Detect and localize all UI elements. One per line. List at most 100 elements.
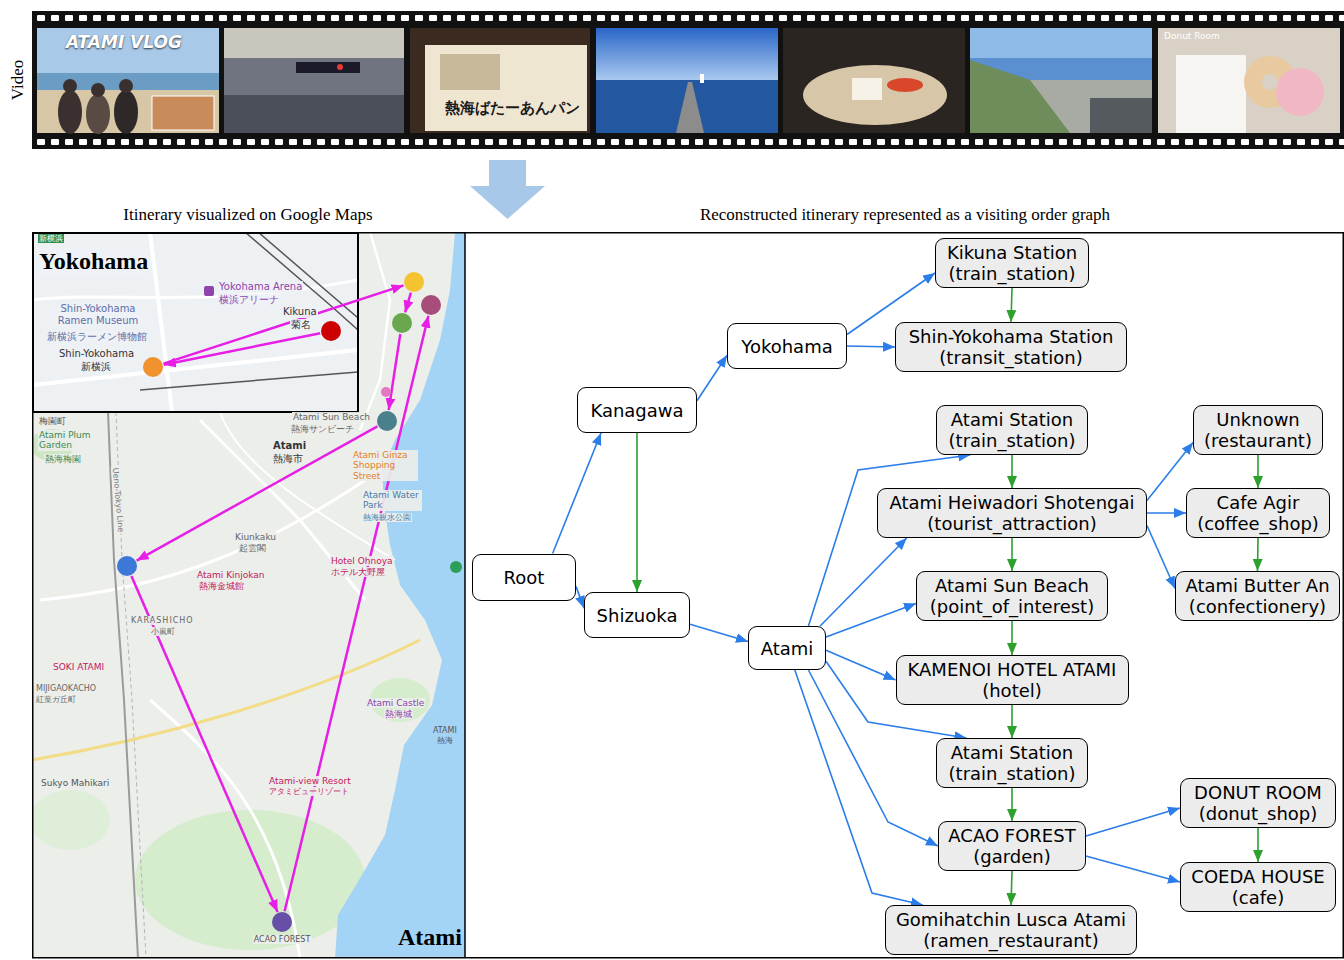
node-type: (donut_shop) xyxy=(1199,803,1318,824)
map-park xyxy=(32,790,110,850)
panel-divider xyxy=(464,232,466,958)
order-arrow xyxy=(1011,788,1013,821)
node-name: KAMENOI HOTEL ATAMI xyxy=(908,659,1117,680)
route-arrow xyxy=(131,576,277,912)
poi-icon xyxy=(204,286,214,296)
shop-sign-detail xyxy=(440,54,500,90)
visit-marker xyxy=(272,912,292,932)
video-frame xyxy=(596,28,778,133)
video-frame xyxy=(783,28,965,133)
visit-marker xyxy=(117,556,137,576)
route-arrow xyxy=(137,426,378,560)
map-place-label: Atami xyxy=(272,440,307,452)
map-place-label: Atami-view Resort xyxy=(268,776,352,786)
food-inset xyxy=(152,96,214,130)
order-arrow xyxy=(636,433,638,592)
train-sign xyxy=(296,62,360,73)
hierarchy-arrow xyxy=(795,670,923,905)
map-region-label: Atami xyxy=(398,924,462,952)
map-place-label: Kikuna xyxy=(282,306,318,318)
map-place-label: 熱海サンビーチ xyxy=(290,424,355,434)
hierarchy-arrow xyxy=(847,346,895,347)
donut-hole xyxy=(1262,74,1278,90)
frame-ceiling xyxy=(224,28,404,58)
map-road xyxy=(32,640,420,760)
map-place-label: Shin-Yokohama Ramen Museum xyxy=(49,303,147,326)
video-frame xyxy=(224,28,404,133)
node-type: (train_station) xyxy=(949,763,1076,784)
frame-sky xyxy=(970,28,1152,58)
hierarchy-arrow xyxy=(576,586,584,608)
node-name: COEDA HOUSE xyxy=(1191,866,1324,887)
visit-marker xyxy=(143,357,163,377)
map-road xyxy=(40,470,380,600)
hierarchy-arrow xyxy=(1086,808,1180,836)
inset-map xyxy=(32,232,358,412)
shop-sign xyxy=(425,45,587,131)
shrimp xyxy=(887,78,923,92)
route-arrow xyxy=(164,285,404,363)
node-name: Atami Sun Beach xyxy=(935,575,1089,596)
map-place-label: Atami Kinjokan xyxy=(196,570,266,580)
node-name: Unknown xyxy=(1216,409,1300,430)
node-type: (restaurant) xyxy=(1204,430,1312,451)
map-road xyxy=(220,412,395,560)
map-place-label: Atami Sun Beach xyxy=(292,412,371,422)
map-place-label: アタミビューリゾート xyxy=(268,787,350,796)
node-name: DONUT ROOM xyxy=(1194,782,1322,803)
person-figure xyxy=(119,79,133,93)
map-road xyxy=(32,280,358,300)
film-strip xyxy=(32,11,1344,149)
frame-donut xyxy=(1158,28,1340,133)
axis-label: Video xyxy=(8,60,28,101)
map-region-label: Yokohama xyxy=(38,248,149,276)
video-overlay-text: Donut Room xyxy=(1164,31,1220,41)
map-road xyxy=(150,700,300,958)
order-arrow xyxy=(1011,538,1013,571)
video-frame xyxy=(37,28,219,134)
frame-sky xyxy=(596,28,778,80)
map-place-label: 熱海親水公園 xyxy=(362,513,412,522)
map-place-label: 横浜アリーナ xyxy=(218,294,280,306)
place-node: Shin-Yokohama Station(transit_station) xyxy=(895,322,1127,372)
node-type: (confectionery) xyxy=(1189,596,1326,617)
inset-ground xyxy=(32,232,358,412)
hierarchy-arrow xyxy=(690,624,748,641)
frame-food xyxy=(783,28,965,133)
region-node: Yokohama xyxy=(727,323,847,369)
node-name: Yokohama xyxy=(741,336,832,357)
rail-line xyxy=(140,372,358,390)
rail-line xyxy=(108,412,138,958)
person-figure xyxy=(114,90,138,134)
node-type: (train_station) xyxy=(949,263,1076,284)
node-type: (point_of_interest) xyxy=(930,596,1094,617)
hot-pot xyxy=(803,65,947,125)
map-place-label: ACAO FOREST xyxy=(253,935,312,944)
map-park xyxy=(135,810,365,950)
map-place-label: ホテル大野屋 xyxy=(330,567,386,577)
hierarchy-arrow xyxy=(820,538,907,626)
node-name: Atami Station xyxy=(951,742,1073,763)
order-arrow xyxy=(1011,288,1012,322)
region-node: Atami xyxy=(748,626,826,670)
hierarchy-arrow xyxy=(1147,512,1186,514)
route-arrow xyxy=(389,334,401,410)
hierarchy-arrow xyxy=(1147,526,1175,589)
place-node: COEDA HOUSE(cafe) xyxy=(1180,862,1336,912)
map-place-label: Sukyo Mahikari xyxy=(40,778,110,788)
order-arrow xyxy=(1011,621,1013,655)
map-place-label: 新横浜ラーメン博物館 xyxy=(46,331,148,343)
map-road xyxy=(360,232,390,430)
node-type: (hotel) xyxy=(982,680,1042,701)
video-frame xyxy=(1158,28,1340,133)
person-figure xyxy=(58,90,82,134)
node-type: (cafe) xyxy=(1232,887,1284,908)
inset-border xyxy=(33,233,358,412)
frame-shop xyxy=(410,28,590,133)
place-node: ACAO FOREST(garden) xyxy=(938,821,1086,871)
region-node: Root xyxy=(472,554,576,601)
node-type: (coffee_shop) xyxy=(1197,513,1319,534)
node-type: (tourist_attraction) xyxy=(927,513,1096,534)
